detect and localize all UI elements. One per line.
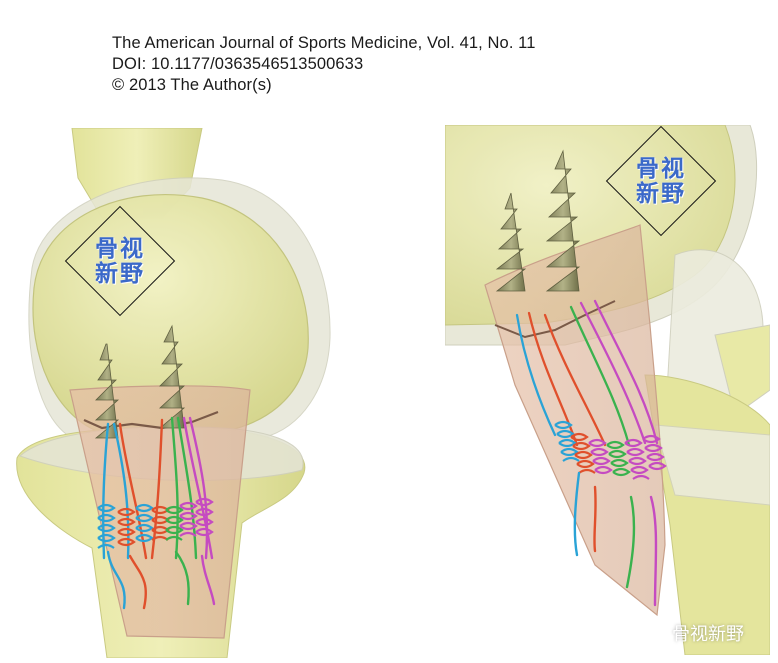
knee-anterior-view [12,127,342,659]
stamp-text: 骨视新野 [95,235,145,287]
interference-screw [545,149,581,292]
copyright: © 2013 The Author(s) [112,76,272,94]
interference-screw [158,324,186,429]
watermark-text: 骨视新野 [672,624,744,644]
journal-citation: The American Journal of Sports Medicine,… [112,34,536,52]
wechat-watermark: 骨视新野 [646,620,744,646]
stamp-text: 骨视新野 [636,155,686,207]
interference-screw [495,192,527,292]
doi: DOI: 10.1177/0363546513500633 [112,55,364,73]
knee-lateral-view [444,124,771,656]
publication-header: The American Journal of Sports Medicine,… [112,33,536,96]
wechat-icon [646,624,668,643]
